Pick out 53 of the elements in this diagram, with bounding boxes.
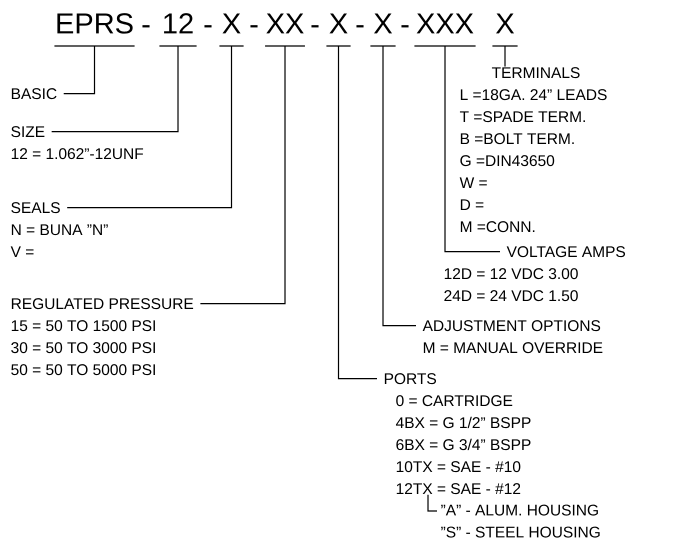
code-segment: 12 <box>159 13 197 47</box>
option-text: D = <box>460 199 484 210</box>
code-segment: X <box>326 13 351 47</box>
option-text: M =CONN. <box>460 221 534 232</box>
option-text: B =BOLT TERM. <box>460 133 574 144</box>
option-text: 10TX = SAE - #10 <box>396 461 520 472</box>
leader-line <box>444 46 500 252</box>
code-segment: XXX <box>414 13 476 47</box>
heading-text: SEALS <box>11 202 60 214</box>
heading-text: BASIC <box>12 88 57 100</box>
option-text: W = <box>460 177 487 188</box>
heading-text: ADJUSTMENT OPTIONS <box>422 320 600 332</box>
option-text: M = MANUAL OVERRIDE <box>424 342 602 354</box>
dash-text: - <box>356 25 364 28</box>
dash-text: - <box>204 25 212 28</box>
leader-line <box>52 46 179 132</box>
leader-line <box>382 46 416 326</box>
dash-text: - <box>401 25 409 28</box>
option-text: 6BX = G 3/4” BSPP <box>396 438 530 450</box>
option-text: N = BUNA ”N” <box>12 224 108 236</box>
code-segment: XX <box>265 13 305 47</box>
leader-line <box>427 494 437 512</box>
leader-line <box>338 46 377 380</box>
option-text: ”A” - ALUM. HOUSING ”S” - STEEL HOUSING <box>441 504 600 538</box>
code-segment: EPRS <box>54 13 135 47</box>
option-text: 15 = 50 TO 1500 PSI <box>12 320 155 332</box>
heading-text: VOLTAGE AMPS <box>506 246 626 258</box>
leader-line <box>200 46 286 304</box>
option-text: 4BX = G 1/2” BSPP <box>396 416 530 428</box>
dash-text: - <box>311 25 319 28</box>
option-text: G =DIN43650 <box>460 155 554 166</box>
option-text: 0 = CARTRIDGE <box>396 395 512 406</box>
option-text: 12TX = SAE - #12 <box>396 483 520 494</box>
heading-text: TERMINALS <box>492 67 580 78</box>
heading-text: REGULATED PRESSURE <box>12 298 194 310</box>
code-segment: X <box>219 13 244 47</box>
option-text: L =18GA. 24” LEADS <box>460 89 607 100</box>
option-text: 50 = 50 TO 5000 PSI <box>11 364 155 376</box>
code-segment: X <box>370 13 396 47</box>
leader-line <box>504 46 506 67</box>
dash-text: - <box>250 25 258 28</box>
leader-line <box>64 46 96 94</box>
leader-line <box>67 46 232 208</box>
option-text: 12 = 1.062”-12UNF <box>12 148 144 160</box>
option-text: T =SPADE TERM. <box>460 111 585 122</box>
option-text: V = <box>10 246 34 257</box>
heading-text: SIZE <box>11 126 44 138</box>
dash-text: - <box>142 25 150 28</box>
code-segment: X <box>492 13 518 47</box>
option-text: 30 = 50 TO 3000 PSI <box>11 342 155 354</box>
heading-text: PORTS <box>384 373 436 384</box>
option-text: 12D = 12 VDC 3.00 <box>444 268 578 280</box>
option-text: 24D = 24 VDC 1.50 <box>444 290 578 302</box>
